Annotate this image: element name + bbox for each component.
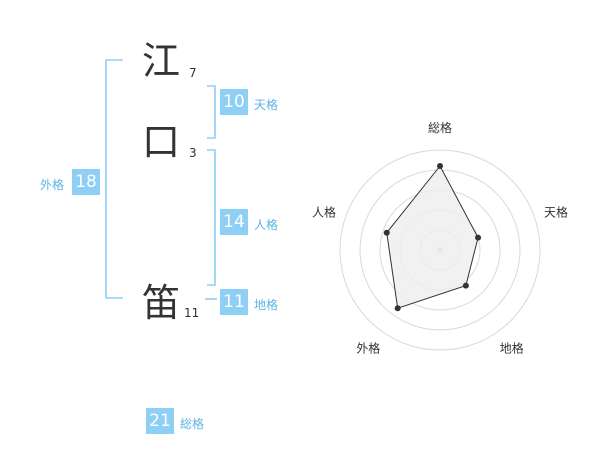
jinkaku-value-box: 14 — [220, 209, 248, 235]
gaikaku-bracket — [105, 59, 123, 299]
radar-ring-5 — [339, 149, 541, 351]
radar-point-3 — [462, 282, 469, 289]
name-char-1: 江 — [142, 39, 181, 83]
tenkaku-label: 天格 — [254, 98, 279, 112]
tenkaku-bracket — [207, 85, 216, 139]
radar-axis-label-1: 総格 — [428, 120, 452, 135]
radar-axis-label-5: 人格 — [312, 204, 336, 219]
name-char-2: 口 — [142, 120, 181, 164]
stroke-count-3: 11 — [184, 306, 200, 320]
soukaku-label: 総格 — [180, 417, 205, 431]
jinkaku-bracket — [207, 149, 216, 286]
stroke-count-2: 3 — [189, 146, 197, 160]
radar-point-2 — [475, 234, 482, 241]
tenkaku-value-box: 10 — [220, 89, 248, 115]
stroke-count-1: 7 — [189, 66, 197, 80]
radar-axis-label-4: 外格 — [356, 341, 380, 356]
radar-point-1 — [437, 163, 443, 169]
chikaku-label: 地格 — [254, 298, 279, 312]
name-char-3: 笛 — [142, 281, 181, 325]
gaikaku-label: 外格 — [40, 178, 65, 192]
radar-point-4 — [394, 305, 401, 312]
chikaku-value-box: 11 — [220, 289, 248, 315]
radar-polygon — [386, 165, 479, 309]
radar-axis-label-2: 天格 — [544, 204, 568, 219]
gaikaku-value-box: 18 — [72, 169, 100, 195]
radar-point-5 — [383, 229, 390, 236]
radar-axis-label-3: 地格 — [500, 341, 524, 356]
soukaku-value-box: 21 — [146, 408, 174, 434]
jinkaku-label: 人格 — [254, 218, 279, 232]
